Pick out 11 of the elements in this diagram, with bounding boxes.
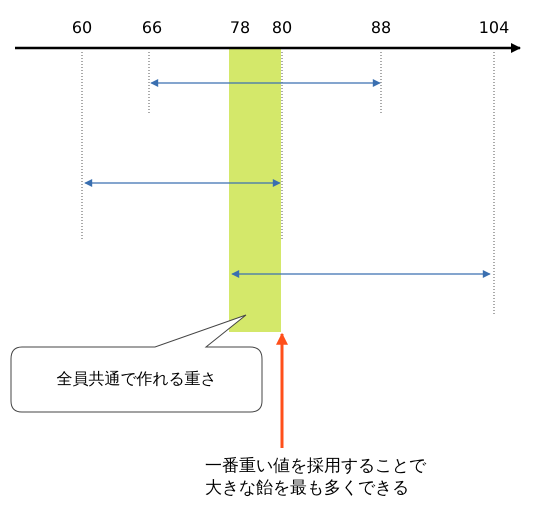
note-text: 一番重い値を採用することで大きな飴を最も多くできる <box>205 455 437 505</box>
bubble-text: 全員共通で作れる重さ <box>56 369 218 390</box>
range-band <box>229 48 281 332</box>
tick-label: 88 <box>370 18 392 37</box>
tick-label: 60 <box>70 18 94 37</box>
tick-label: 80 <box>270 18 294 37</box>
tick-label: 104 <box>478 18 510 37</box>
arrow <box>276 332 288 448</box>
tick-label: 66 <box>140 18 164 37</box>
speech-bubble <box>10 312 263 413</box>
tick-label: 78 <box>228 18 252 37</box>
